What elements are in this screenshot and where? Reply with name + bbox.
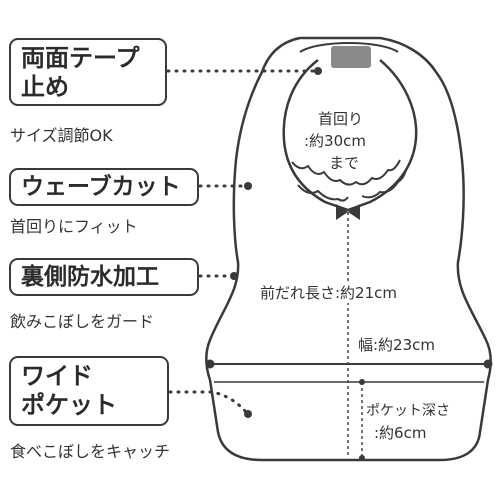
callout-wave-cut-line1: ウェーブカット xyxy=(21,174,181,200)
caption-wide-pocket: 食べこぼしをキャッチ xyxy=(10,442,171,461)
caption-wave-cut: 首回りにフィット xyxy=(10,217,138,236)
width-measure-label: 幅:約23cm xyxy=(356,334,437,355)
neck-opening xyxy=(282,59,418,212)
leader-tape-end-dot xyxy=(314,67,322,75)
leader-pocket-end-dot xyxy=(244,410,252,418)
collar-strip xyxy=(299,42,399,53)
callout-double-tape: 両面テープ 止め xyxy=(9,38,167,106)
pocket-depth-label-line1: ポケット深さ xyxy=(364,400,452,420)
leader-pocket xyxy=(168,390,248,414)
width-left-dot xyxy=(205,359,215,369)
pocket-depth-top-dot xyxy=(359,379,365,385)
length-measure-label: 前だれ長さ:約21cm xyxy=(258,282,400,303)
pocket-depth-label-line2: :約6cm xyxy=(372,422,429,443)
callout-wide-pocket: ワイド ポケット xyxy=(9,356,169,426)
tape-patch xyxy=(331,46,371,68)
wave-cut-line-lower xyxy=(297,184,349,202)
wave-cut-line-lower-right xyxy=(361,169,407,199)
callout-double-tape-line2: 止め xyxy=(21,73,69,101)
wave-cut-line xyxy=(291,159,401,186)
callout-waterproof-line1: 裏側防水加工 xyxy=(21,264,159,290)
callout-wave-cut: ウェーブカット xyxy=(9,168,199,206)
neck-measure-line2: :約30cm xyxy=(304,130,366,151)
neck-measure-line1: 首回り xyxy=(318,108,364,129)
callout-wide-pocket-line2: ポケット xyxy=(21,391,117,419)
callout-double-tape-line1: 両面テープ xyxy=(21,44,140,72)
pocket-depth-bottom-dot xyxy=(359,455,365,461)
width-right-dot xyxy=(483,359,493,369)
caption-double-tape: サイズ調節OK xyxy=(10,126,113,145)
callout-wide-pocket-line1: ワイド xyxy=(21,362,93,390)
caption-waterproof: 飲みこぼしをガード xyxy=(10,312,155,331)
leader-wave-end-dot xyxy=(244,182,252,190)
bib-outline xyxy=(205,36,492,462)
neck-measure-line3: まで xyxy=(329,152,360,173)
callout-waterproof: 裏側防水加工 xyxy=(9,258,199,296)
leader-waterproof-end-dot xyxy=(230,272,238,280)
